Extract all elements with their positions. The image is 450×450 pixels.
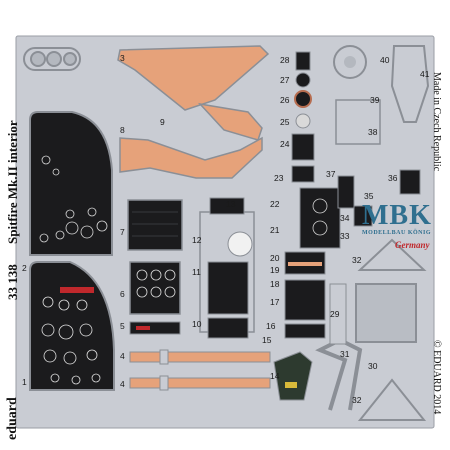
- part-23: [291, 165, 315, 183]
- part-28: [295, 51, 311, 71]
- watermark-country: Germany: [395, 240, 430, 250]
- part-number-27: 27: [280, 75, 290, 85]
- part-number-39: 39: [370, 95, 380, 105]
- instrument-panel-upper: [29, 111, 113, 256]
- harness-lower: [119, 136, 263, 179]
- part-41-bracket: [390, 45, 430, 123]
- part-number-35: 35: [364, 191, 374, 201]
- panel-6-dials: [136, 269, 176, 298]
- part-number-28: 28: [280, 55, 290, 65]
- made-in-label: Made in Czech Republic: [431, 72, 442, 172]
- part-32-upper: [357, 238, 427, 271]
- watermark-subline: MODELLBAU KÖNIG: [362, 230, 432, 236]
- part-number-38: 38: [368, 127, 378, 137]
- part-13-box: [209, 197, 245, 215]
- part-number-36: 36: [388, 173, 398, 183]
- part-36: [399, 169, 421, 195]
- brand-logo-text: eduard: [5, 397, 20, 440]
- harness-upper: [117, 45, 270, 111]
- part-number-30: 30: [368, 361, 378, 371]
- part-25-dial: [295, 113, 311, 129]
- part-30-frame: [315, 337, 363, 411]
- part-number-33: 33: [340, 231, 350, 241]
- part-number-6: 6: [120, 289, 125, 299]
- part-number-17: 17: [270, 297, 280, 307]
- strap-4-lower-buckle: [159, 375, 169, 391]
- part-number-21: 21: [270, 225, 280, 235]
- part-number-24: 24: [280, 139, 290, 149]
- part-14-yellow: [285, 382, 297, 388]
- product-title: Spitfire Mk.II interior: [5, 120, 20, 244]
- strap-4-upper-buckle: [159, 349, 169, 365]
- part-number-19: 19: [270, 265, 280, 275]
- part-number-23: 23: [274, 173, 284, 183]
- part-number-4b: 4: [120, 379, 125, 389]
- panel-7-grid: [132, 211, 178, 237]
- part-number-12: 12: [192, 235, 202, 245]
- part-14-lever: [273, 351, 313, 401]
- strap-4-lower: [129, 377, 271, 389]
- part-number-34: 34: [340, 213, 350, 223]
- part-number-11: 11: [192, 267, 201, 277]
- part-number-31: 31: [340, 349, 350, 359]
- part-35: [337, 175, 355, 209]
- part-31-lower: [357, 378, 427, 421]
- part-31-cover: [355, 283, 417, 343]
- panel-part-22: [299, 187, 341, 249]
- part-number-9: 9: [160, 117, 165, 127]
- strip-19-20: [288, 262, 322, 266]
- panel-part-10: [207, 317, 249, 339]
- harness-upper-right: [197, 102, 263, 141]
- part-3-rings: [23, 47, 81, 71]
- part-40-ring-inner: [344, 56, 356, 68]
- part-number-29: 29: [330, 309, 340, 319]
- part-number-40: 40: [380, 55, 390, 65]
- part-number-20: 20: [270, 253, 280, 263]
- part-number-41: 41: [420, 69, 430, 79]
- part-27-dial: [295, 72, 311, 88]
- panel-part-7: [127, 199, 183, 251]
- part-number-1: 1: [22, 377, 27, 387]
- part-number-14: 14: [270, 371, 280, 381]
- panel-part-18: [284, 279, 326, 321]
- part-number-10: 10: [192, 319, 202, 329]
- upper-panel-dials: [39, 155, 108, 243]
- part-number-32b: 32: [352, 395, 362, 405]
- panel-22-dials: [312, 198, 328, 236]
- red-switch-bar: [60, 287, 94, 293]
- part-number-5: 5: [120, 321, 125, 331]
- instrument-panel-lower: [29, 261, 115, 391]
- part-number-8: 8: [120, 125, 125, 135]
- panel-part-5: [129, 321, 181, 335]
- part-24: [291, 133, 315, 161]
- part-number-26: 26: [280, 95, 290, 105]
- strap-4-upper: [129, 351, 271, 363]
- part-number-32a: 32: [352, 255, 362, 265]
- part-number-13: 13: [226, 199, 236, 209]
- part-number-15: 15: [262, 335, 272, 345]
- product-code: 33 138: [5, 264, 20, 300]
- lower-panel-dials: [41, 296, 101, 385]
- part-number-2: 2: [22, 263, 27, 273]
- part-number-37: 37: [326, 169, 336, 179]
- panel-part-11: [207, 261, 249, 315]
- part-38-39: [335, 99, 381, 145]
- part-5-red: [136, 326, 150, 330]
- part-26-dial: [294, 90, 312, 108]
- part-number-22: 22: [270, 199, 280, 209]
- part-number-3: 3: [120, 53, 125, 63]
- part-number-18: 18: [270, 279, 280, 289]
- copyright-label: © EDUARD 2014: [431, 340, 442, 415]
- part-29: [329, 283, 347, 345]
- part-number-16: 16: [266, 321, 276, 331]
- gear-dial: [227, 231, 253, 257]
- part-number-7: 7: [120, 227, 125, 237]
- part-33-34: [353, 205, 373, 227]
- part-number-25: 25: [280, 117, 290, 127]
- watermark-logo: MBK: [362, 200, 432, 231]
- panel-part-16: [284, 323, 326, 339]
- part-number-4a: 4: [120, 351, 125, 361]
